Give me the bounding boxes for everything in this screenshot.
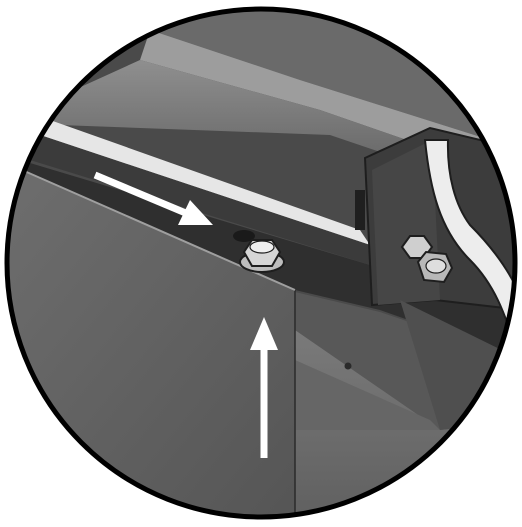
detail-circle-outline (4, 6, 518, 520)
rail-highlight (40, 120, 370, 245)
hex-bolt-center (239, 239, 285, 273)
slot-hole (233, 230, 255, 242)
vertical-lift-arrow (250, 317, 278, 458)
hex-bolt-bracket (400, 235, 454, 284)
horizontal-insertion-arrow (93, 171, 213, 225)
spring-arm (423, 139, 515, 347)
upper-channel (30, 60, 515, 200)
bracket-tab (355, 190, 365, 230)
rivet-hole (344, 362, 352, 370)
floor-shadow (295, 360, 440, 430)
arrow-icon (250, 317, 278, 350)
arrow-icon (178, 200, 213, 225)
rail-shadow (30, 135, 380, 268)
